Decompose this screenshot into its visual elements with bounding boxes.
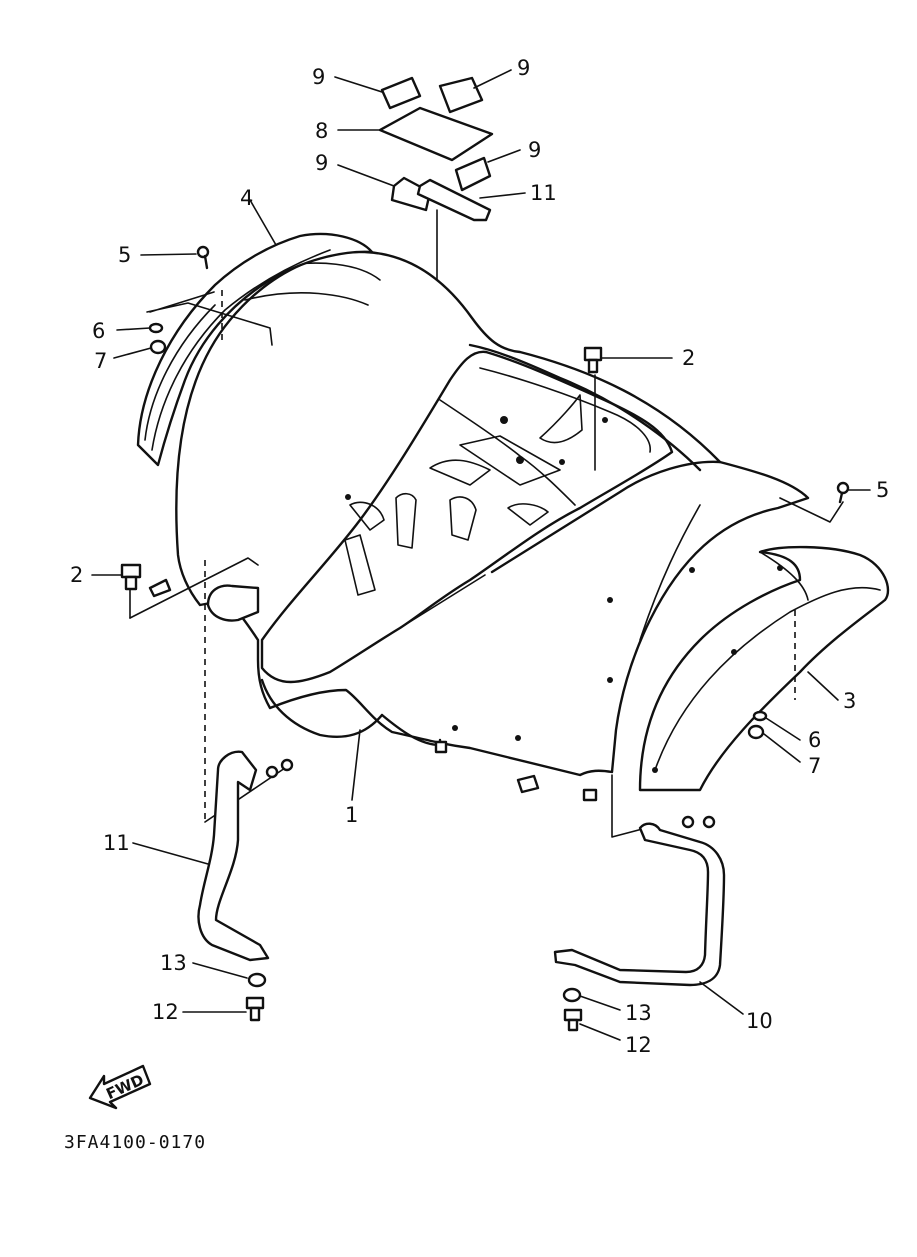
strip-11-top — [416, 178, 492, 222]
callout-11-top: 11 — [530, 181, 557, 205]
right-grab-bar-10 — [553, 822, 726, 987]
left-grab-bar-11 — [197, 750, 270, 962]
decal-set — [378, 76, 494, 222]
hardware — [120, 245, 850, 829]
callout-11-bottom: 11 — [103, 831, 130, 855]
callout-3: 3 — [843, 689, 856, 713]
leader-lines — [91, 69, 871, 1041]
left-mud-flap-4 — [136, 232, 374, 467]
decal-8 — [378, 106, 494, 162]
callout-10: 10 — [746, 1009, 773, 1033]
callout-13-left: 13 — [160, 951, 187, 975]
callout-1: 1 — [345, 803, 358, 827]
callout-13-right: 13 — [625, 1001, 652, 1025]
callout-5-left: 5 — [118, 243, 131, 267]
fwd-arrow-icon — [88, 1064, 152, 1110]
callout-7-right: 7 — [808, 754, 821, 778]
callout-6-right: 6 — [808, 728, 821, 752]
decal-9-top-right — [438, 76, 484, 114]
callout-7-left: 7 — [94, 349, 107, 373]
decal-9-mid-right — [454, 156, 492, 192]
callout-9-top-left: 9 — [312, 65, 325, 89]
fwd-arrow: FWD — [88, 1064, 152, 1110]
left-bracket — [206, 584, 260, 622]
callout-9-mid-left: 9 — [315, 151, 328, 175]
right-mud-flap-3 — [638, 545, 890, 792]
callout-12-left: 12 — [152, 1000, 179, 1024]
drawing-code: 3FA4100-0170 — [64, 1132, 206, 1153]
washers-and-bolts — [245, 972, 583, 1032]
callout-2-left: 2 — [70, 563, 83, 587]
callout-6-left: 6 — [92, 319, 105, 343]
decal-9-top-left — [380, 76, 422, 110]
callout-labels: 9 9 8 9 9 11 4 5 6 7 2 5 2 3 6 7 1 11 13… — [70, 56, 889, 1057]
callout-9-mid-right: 9 — [528, 138, 541, 162]
callout-5-right: 5 — [876, 478, 889, 502]
callout-8: 8 — [315, 119, 328, 143]
decal-9-mid-left — [390, 176, 432, 212]
callout-9-top-right: 9 — [517, 56, 530, 80]
callout-4: 4 — [240, 186, 253, 210]
callout-12-right: 12 — [625, 1033, 652, 1057]
callout-2-right: 2 — [682, 346, 695, 370]
